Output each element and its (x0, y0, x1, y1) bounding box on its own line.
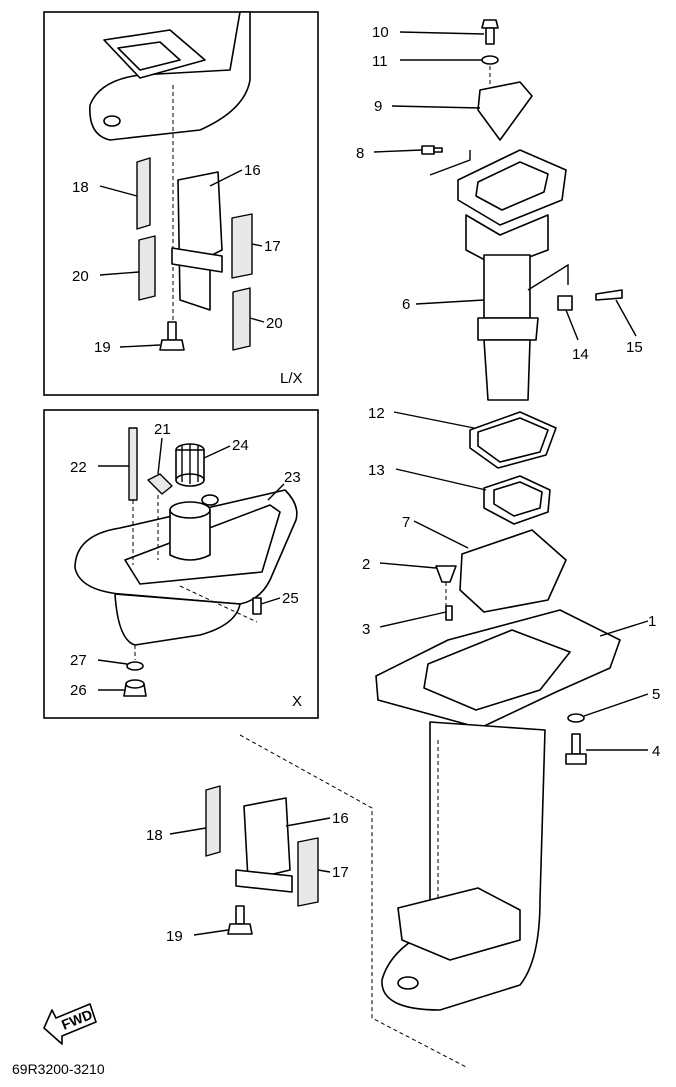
part-10-bolt (481, 19, 499, 29)
part-17-main (297, 837, 319, 907)
inset-x-title: X (292, 693, 302, 710)
callout-2: 2 (362, 556, 370, 573)
callout-19-main: 19 (166, 928, 183, 945)
callout-5: 5 (652, 686, 660, 703)
callout-x-27: 27 (70, 652, 87, 669)
lx-part-17 (231, 213, 253, 279)
part-2-grommet (435, 565, 457, 583)
callout-16-main: 16 (332, 810, 349, 827)
lx-part-18 (136, 157, 151, 230)
part-3-pin (445, 605, 453, 621)
callout-7: 7 (402, 514, 410, 531)
callout-x-26: 26 (70, 682, 87, 699)
callout-17-main: 17 (332, 864, 349, 881)
part-16-main (243, 797, 291, 881)
part-5-washer (567, 713, 585, 723)
callout-15: 15 (626, 339, 643, 356)
callout-x-24: 24 (232, 437, 249, 454)
callout-14: 14 (572, 346, 589, 363)
inset-x-frame (43, 409, 319, 719)
part-6-tube (483, 254, 531, 319)
x-part-25-pin (252, 597, 262, 615)
part-14-grommet (557, 295, 573, 311)
main-casing-intake (397, 887, 521, 961)
x-part-21-key (147, 473, 173, 495)
inset-x (43, 409, 319, 719)
part-6-lower (483, 339, 531, 401)
callout-3: 3 (362, 621, 370, 638)
x-part-27-washer (126, 661, 144, 671)
lx-casing-hole (103, 115, 121, 127)
part-7-gasket (459, 529, 567, 613)
callout-x-25: 25 (282, 590, 299, 607)
inset-lx (43, 11, 319, 396)
part-8-screw (421, 145, 435, 155)
callout-13: 13 (368, 462, 385, 479)
callout-lx-20-b: 20 (266, 315, 283, 332)
lx-part-19 (167, 321, 177, 341)
lx-part-20-a (138, 235, 156, 301)
lx-part-20-b (232, 287, 251, 351)
callout-6: 6 (402, 296, 410, 313)
callout-18-main: 18 (146, 827, 163, 844)
callout-lx-19: 19 (94, 339, 111, 356)
callout-11: 11 (372, 53, 388, 70)
part-15-pin (595, 289, 623, 301)
main-assembly (43, 19, 649, 1069)
callout-lx-20-a: 20 (72, 268, 89, 285)
fwd-arrow-icon (43, 1003, 97, 1045)
callout-8: 8 (356, 145, 364, 162)
callout-x-21: 21 (154, 421, 171, 438)
callout-x-23: 23 (284, 469, 301, 486)
callout-4: 4 (652, 743, 660, 760)
callout-x-22: 22 (70, 459, 87, 476)
callout-lx-18: 18 (72, 179, 89, 196)
inset-lx-title: L/X (280, 370, 303, 387)
part-9-wedge (477, 81, 533, 141)
callout-9: 9 (374, 98, 382, 115)
part-19-main-bolt (235, 905, 245, 925)
main-casing-body (381, 721, 546, 1011)
part-11-washer (481, 55, 499, 65)
drawing-reference: 69R3200-3210 (12, 1061, 105, 1077)
inset-lx-frame (43, 11, 319, 396)
lx-part-16 (177, 171, 223, 311)
x-part-22-stud (128, 427, 138, 501)
callout-1: 1 (648, 613, 656, 630)
callout-12: 12 (368, 405, 385, 422)
callout-10: 10 (372, 24, 389, 41)
part-4-bolt (571, 733, 581, 755)
lx-casing-fragment (89, 11, 251, 141)
part-18-main (205, 785, 221, 857)
x-housing-skeg (114, 593, 241, 646)
callout-lx-16: 16 (244, 162, 261, 179)
callout-lx-17: 17 (264, 238, 281, 255)
x-pump-stem (169, 509, 211, 561)
